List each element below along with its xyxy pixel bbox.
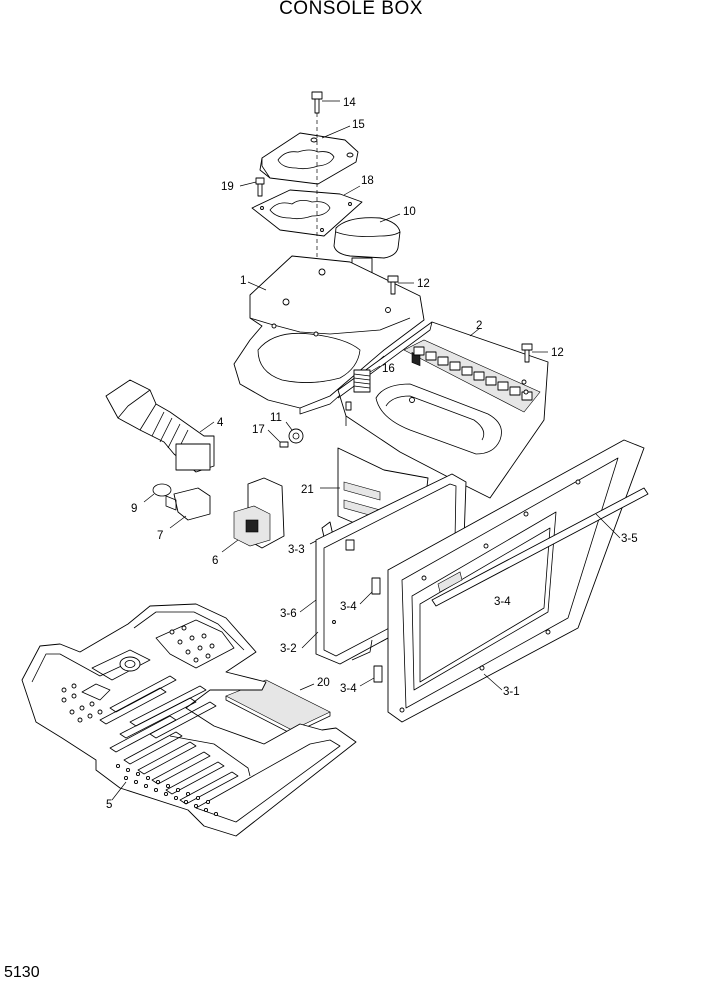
part-17-screw bbox=[267, 429, 289, 448]
part-19-screw bbox=[239, 177, 265, 197]
callout-20: 20 bbox=[317, 677, 330, 689]
part-15-cover-plate bbox=[259, 125, 359, 185]
part-6-vent bbox=[221, 477, 285, 553]
part-18-gasket bbox=[251, 185, 363, 237]
switch-row bbox=[411, 346, 533, 401]
page-title: CONSOLE BOX bbox=[279, 0, 423, 19]
callout-labels: 14 15 19 18 10 1 12 2 12 16 4 11 17 21 9… bbox=[106, 97, 638, 811]
callout-3-4-c: 3-4 bbox=[340, 683, 357, 695]
callout-12-upper: 12 bbox=[417, 278, 430, 290]
callout-2: 2 bbox=[476, 320, 482, 332]
callout-17: 17 bbox=[252, 424, 265, 436]
callout-6: 6 bbox=[212, 555, 218, 567]
part-1-console-upper bbox=[233, 255, 425, 415]
part-5-floor-plate bbox=[21, 603, 357, 837]
callout-3-3: 3-3 bbox=[288, 544, 305, 556]
callout-3-4-b: 3-4 bbox=[494, 596, 511, 608]
part-12-screw-right bbox=[521, 343, 548, 363]
callout-4: 4 bbox=[217, 417, 224, 429]
callout-3-4-a: 3-4 bbox=[340, 601, 357, 613]
part-3-4-pad-a bbox=[359, 577, 381, 605]
floor-holes bbox=[61, 625, 219, 817]
callout-9: 9 bbox=[131, 503, 137, 515]
callout-3-6: 3-6 bbox=[280, 608, 297, 620]
callout-14: 14 bbox=[343, 97, 356, 109]
part-3-4-pad-c bbox=[359, 665, 383, 687]
callout-18: 18 bbox=[361, 175, 374, 187]
part-16-spring bbox=[353, 365, 381, 393]
part-11-grommet bbox=[285, 421, 304, 444]
callout-21: 21 bbox=[301, 484, 314, 496]
callout-7: 7 bbox=[157, 530, 163, 542]
callout-16: 16 bbox=[382, 363, 395, 375]
part-14-bolt bbox=[311, 91, 340, 114]
part-3-5-trim-strip bbox=[431, 487, 649, 607]
part-9-clamp bbox=[143, 483, 172, 503]
part-4-duct bbox=[105, 379, 215, 473]
callout-12-right: 12 bbox=[551, 347, 564, 359]
page-number: 5130 bbox=[4, 964, 40, 981]
callout-15: 15 bbox=[352, 119, 365, 131]
callout-3-1: 3-1 bbox=[503, 686, 520, 698]
callout-10: 10 bbox=[403, 206, 416, 218]
callout-1: 1 bbox=[240, 275, 246, 287]
part-12-screw-upper bbox=[387, 275, 414, 295]
callout-3-2: 3-2 bbox=[280, 643, 297, 655]
part-3-1-outer-frame bbox=[387, 439, 645, 723]
callout-11: 11 bbox=[270, 412, 282, 424]
part-2-console-lower bbox=[337, 321, 549, 499]
part-7-nozzle bbox=[165, 487, 211, 529]
callout-19: 19 bbox=[221, 181, 234, 193]
callout-3-5: 3-5 bbox=[621, 533, 638, 545]
callout-5: 5 bbox=[106, 799, 112, 811]
